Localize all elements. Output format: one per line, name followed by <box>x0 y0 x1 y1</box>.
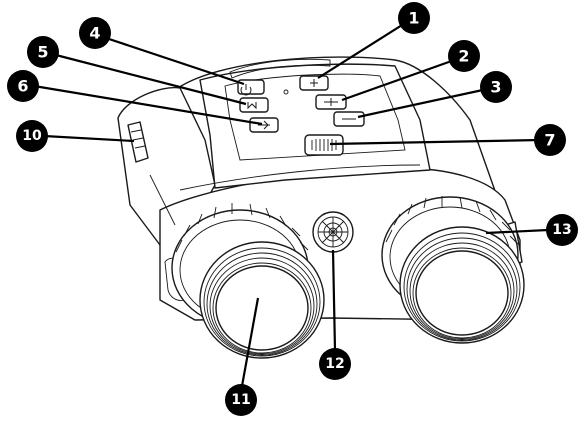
ir-glyph-icon <box>258 120 270 130</box>
button-4-shape <box>237 79 265 95</box>
callout-10-label: 10 <box>22 128 42 144</box>
brightness-glyph-icon <box>310 79 318 87</box>
callout-1: 1 <box>398 2 430 34</box>
leader-4 <box>99 34 245 86</box>
zoom-glyph-icon <box>324 98 338 106</box>
callout-10: 10 <box>16 120 48 152</box>
power-glyph-icon <box>240 84 252 96</box>
mode-glyph-icon <box>247 102 257 110</box>
callout-11: 11 <box>225 384 257 416</box>
callout-5-label: 5 <box>37 43 48 62</box>
button-5-shape <box>239 97 269 113</box>
callout-3: 3 <box>480 71 512 103</box>
callout-4-label: 4 <box>89 24 100 43</box>
control-buttons <box>237 75 365 156</box>
leader-lines <box>33 19 549 387</box>
right-eyepiece <box>381 196 525 344</box>
leader-7 <box>329 138 541 146</box>
leader-6 <box>33 84 263 126</box>
callout-6-label: 6 <box>17 77 28 96</box>
leader-1 <box>317 19 411 79</box>
callout-4: 4 <box>79 17 111 49</box>
callout-12-label: 12 <box>325 356 344 372</box>
leader-3 <box>357 86 493 119</box>
callout-2-label: 2 <box>458 47 469 66</box>
callout-13: 13 <box>546 214 578 246</box>
leader-2 <box>341 56 461 102</box>
callout-12: 12 <box>319 348 351 380</box>
callout-3-label: 3 <box>490 78 501 97</box>
callout-11-label: 11 <box>231 392 250 408</box>
leader-12 <box>331 249 337 351</box>
left-eyepiece <box>171 203 325 359</box>
callout-5: 5 <box>27 36 59 68</box>
leader-13 <box>485 228 549 235</box>
callout-13-label: 13 <box>552 222 571 238</box>
leader-11 <box>240 297 260 387</box>
leader-5 <box>51 52 247 106</box>
center-sensor <box>312 211 354 253</box>
callout-6: 6 <box>7 70 39 102</box>
leader-10 <box>43 134 135 143</box>
callout-7-label: 7 <box>544 131 555 150</box>
callout-1-label: 1 <box>408 9 419 28</box>
callout-7: 7 <box>534 124 566 156</box>
callout-2: 2 <box>448 40 480 72</box>
